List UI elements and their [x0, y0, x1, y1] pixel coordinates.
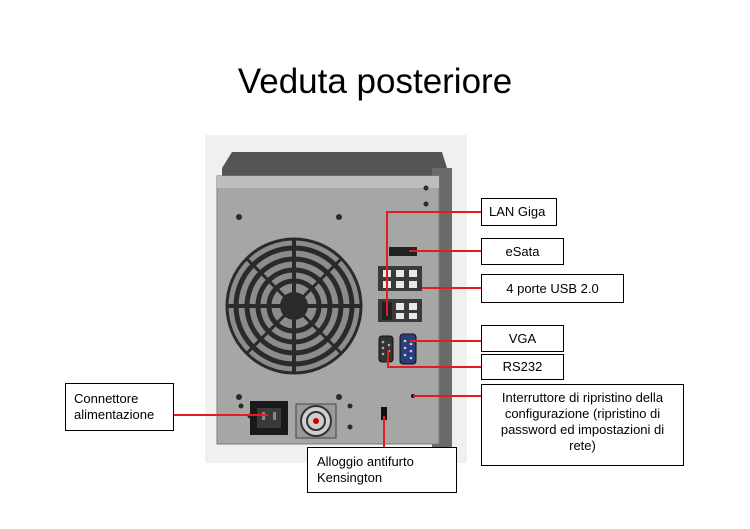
- callout-esata-label: eSata: [505, 244, 540, 259]
- kensington-slot: [381, 407, 387, 420]
- vga-port: [399, 333, 417, 365]
- callout-power-label: Connettore alimentazione: [74, 391, 155, 422]
- callout-lan-label: LAN Giga: [489, 204, 546, 219]
- page-title: Veduta posteriore: [237, 62, 513, 101]
- callout-lan-giga: LAN Giga: [481, 198, 557, 226]
- rs232-port: [378, 335, 394, 363]
- esata-port: [389, 247, 417, 256]
- callout-vga: VGA: [481, 325, 564, 352]
- callout-rs232-label: RS232: [502, 359, 543, 374]
- leader-lan: [386, 211, 481, 316]
- psu-fan: [295, 403, 337, 439]
- callout-esata: eSata: [481, 238, 564, 265]
- callout-usb: 4 porte USB 2.0: [481, 274, 624, 303]
- callout-kensington: Alloggio antifurto Kensington: [307, 447, 457, 493]
- fan-grille: [225, 237, 363, 375]
- callout-reset-label: Interruttore di ripristino della configu…: [500, 390, 665, 453]
- callout-usb-label: 4 porte USB 2.0: [506, 281, 599, 296]
- leader-lines: [174, 211, 481, 447]
- leader-rs232: [387, 350, 481, 368]
- callout-vga-label: VGA: [508, 331, 537, 346]
- callout-reset-switch: Interruttore di ripristino della configu…: [481, 384, 684, 466]
- callout-rs232: RS232: [481, 354, 564, 380]
- callout-power-connector: Connettore alimentazione: [65, 383, 174, 431]
- power-connector: [250, 401, 288, 435]
- callout-kensington-label: Alloggio antifurto Kensington: [317, 454, 414, 485]
